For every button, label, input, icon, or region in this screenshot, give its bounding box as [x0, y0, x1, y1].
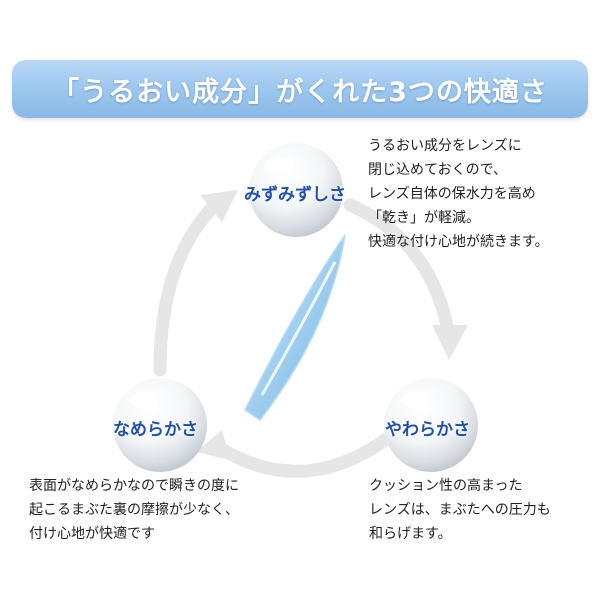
- description-line: 起こるまぶた裏の摩擦が少なく、: [29, 502, 239, 518]
- description-line: 付け心地が快適です: [29, 526, 155, 542]
- description-top: うるおい成分をレンズに 閉じ込めておくので、 レンズ自体の保水力を高め 「乾き」…: [368, 134, 549, 254]
- water-droplet-icon: [113, 378, 207, 472]
- node-label-right: やわらかさ: [385, 420, 470, 440]
- node-label-top: みずみずしさ: [244, 185, 346, 205]
- water-droplet-icon: [384, 378, 478, 472]
- description-line: 閉じ込めておくので、: [368, 162, 508, 178]
- contact-lens-icon: [244, 234, 346, 422]
- description-line: 和らげます。: [369, 526, 452, 542]
- description-line: 「乾き」が軽減。: [368, 210, 480, 226]
- description-line: 快適な付け心地が続きます。: [368, 234, 549, 250]
- description-line: うるおい成分をレンズに: [368, 138, 522, 154]
- description-left: 表面がなめらかなので瞬きの度に 起こるまぶた裏の摩擦が少なく、 付け心地が快適で…: [29, 474, 239, 546]
- description-line: クッション性の高まった: [369, 478, 523, 494]
- node-label-left: なめらかさ: [113, 420, 198, 440]
- water-droplet-icon: [249, 143, 343, 237]
- cycle-arrow-icon: [153, 198, 455, 478]
- description-line: レンズは、まぶたへの圧力も: [369, 502, 551, 518]
- description-right: クッション性の高まった レンズは、まぶたへの圧力も 和らげます。: [369, 474, 551, 546]
- arrowhead-icons: [196, 190, 468, 460]
- banner-title: 「うるおい成分」がくれた3つの快適さ: [52, 76, 548, 108]
- description-line: レンズ自体の保水力を高め: [368, 186, 536, 202]
- title-banner: 「うるおい成分」がくれた3つの快適さ: [12, 60, 588, 118]
- description-line: 表面がなめらかなので瞬きの度に: [29, 478, 239, 494]
